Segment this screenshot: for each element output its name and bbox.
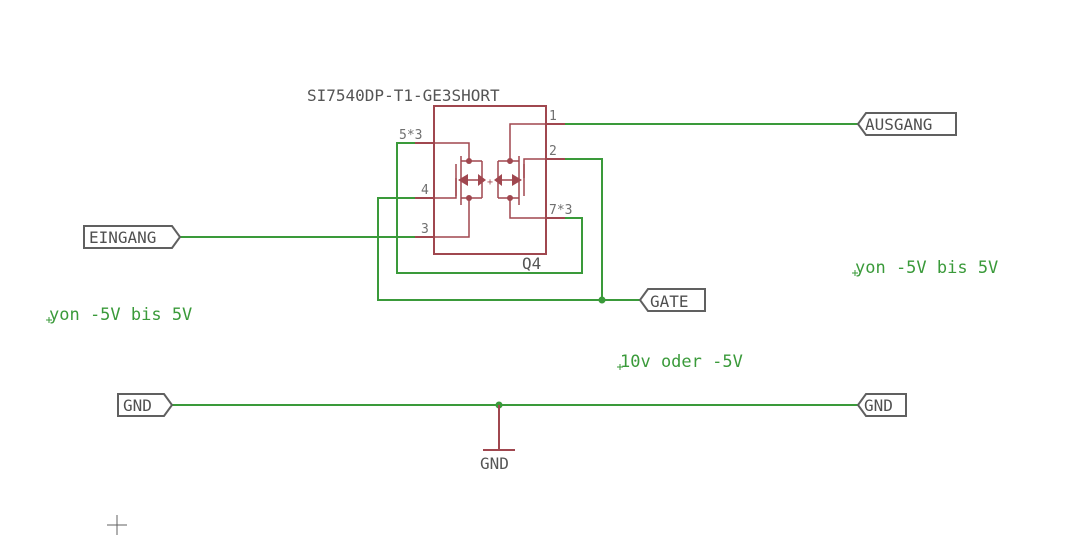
note-left: yon -5V bis 5V: [46, 305, 192, 325]
svg-text:+: +: [487, 177, 493, 188]
pin-label-3: 3: [421, 222, 429, 237]
gnd-symbol: GND: [480, 405, 515, 473]
net-label-gate: GATE: [638, 288, 706, 312]
pin-label-2: 2: [549, 144, 557, 159]
pin-label-7: 7*3: [549, 203, 572, 218]
mosfet-q4: + 5*3 4 3 1 2 7*3 SI7540DP-T1-GE3SHORT Q…: [307, 86, 572, 273]
svg-text:AUSGANG: AUSGANG: [865, 115, 932, 134]
wires: [172, 123, 858, 409]
crosshair-cursor-icon: [107, 515, 127, 535]
wire-pin5-pin7-loop: [396, 142, 583, 274]
net-label-gnd-right: GND: [856, 393, 907, 417]
pin-label-1: 1: [549, 109, 557, 124]
svg-text:GND: GND: [864, 396, 893, 415]
note-right: yon -5V bis 5V: [852, 258, 998, 278]
component-value: SI7540DP-T1-GE3SHORT: [307, 86, 500, 105]
svg-text:GND: GND: [123, 396, 152, 415]
pin-label-4: 4: [421, 183, 429, 198]
net-label-gnd-left: GND: [117, 393, 174, 417]
net-label-eingang: EINGANG: [83, 225, 182, 249]
note-gate: 10v oder -5V: [617, 352, 743, 372]
svg-text:yon -5V bis 5V: yon -5V bis 5V: [855, 258, 998, 278]
svg-text:GATE: GATE: [650, 292, 689, 311]
wire-pin4-gate: [377, 197, 640, 301]
pin-label-5: 5*3: [399, 128, 422, 143]
junction-gate: [598, 296, 606, 304]
net-label-ausgang: AUSGANG: [856, 112, 957, 136]
gnd-symbol-label: GND: [480, 454, 509, 473]
svg-text:10v oder -5V: 10v oder -5V: [620, 352, 743, 372]
component-name: Q4: [522, 254, 541, 273]
svg-text:yon -5V bis 5V: yon -5V bis 5V: [49, 305, 192, 325]
svg-text:EINGANG: EINGANG: [89, 228, 156, 247]
wire-pin2-gate: [565, 158, 603, 300]
